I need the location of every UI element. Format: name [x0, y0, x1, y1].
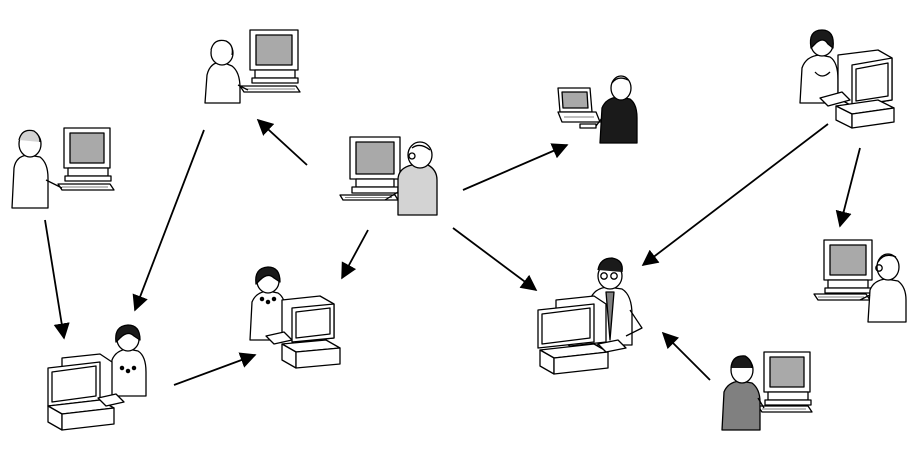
monitor-icon [349, 136, 401, 194]
person-icon [721, 355, 765, 431]
user-top-left-woman [204, 29, 301, 104]
keyboard-icon [757, 405, 813, 413]
edge-center-to-middle-woman [341, 229, 369, 280]
keyboard-icon [239, 85, 301, 93]
user-center [339, 136, 438, 216]
user-top-right-woman [799, 29, 895, 129]
monitor-icon [249, 29, 299, 84]
keyboard-icon [97, 393, 125, 407]
edge-top-right-woman-to-hub-man [641, 123, 829, 266]
edge-center-to-hub-man [452, 227, 538, 291]
user-middle-woman [249, 266, 341, 369]
edge-left-man-to-bottom-left-woman [44, 219, 70, 340]
edge-bottom-left-woman-to-middle-woman [173, 352, 257, 386]
monitor-icon [763, 351, 812, 406]
edge-top-right-woman-to-right-glasses [835, 147, 861, 228]
person-icon [249, 266, 287, 341]
keyboard-icon [57, 183, 115, 191]
edge-center-to-laptop [462, 143, 569, 191]
user-bottom-right-man [721, 351, 813, 431]
user-hub-man [537, 257, 643, 375]
user-laptop [557, 75, 638, 144]
monitor-icon [835, 49, 895, 129]
monitor-icon [47, 353, 115, 431]
user-right-glasses [813, 239, 907, 323]
user-left-man [11, 127, 115, 209]
keyboard-icon [597, 339, 627, 353]
monitor-icon [281, 295, 341, 369]
person-icon [384, 141, 438, 216]
monitor-icon [537, 295, 609, 375]
laptop-icon [557, 87, 601, 129]
edge-bottom-right-man-to-hub-man [661, 331, 711, 381]
person-icon [109, 324, 147, 397]
user-bottom-left-woman [47, 324, 147, 431]
person-icon [859, 253, 907, 323]
edges [44, 118, 861, 386]
monitor-icon [823, 239, 873, 294]
edge-top-left-woman-to-bottom-left-woman [132, 129, 205, 312]
monitor-icon [63, 127, 112, 182]
keyboard-icon [819, 91, 851, 107]
edge-center-to-top-left-woman [256, 118, 308, 166]
keyboard-icon [265, 331, 293, 345]
person-icon [595, 75, 638, 144]
person-icon [799, 29, 839, 104]
person-icon [204, 39, 249, 104]
person-icon [11, 129, 63, 209]
